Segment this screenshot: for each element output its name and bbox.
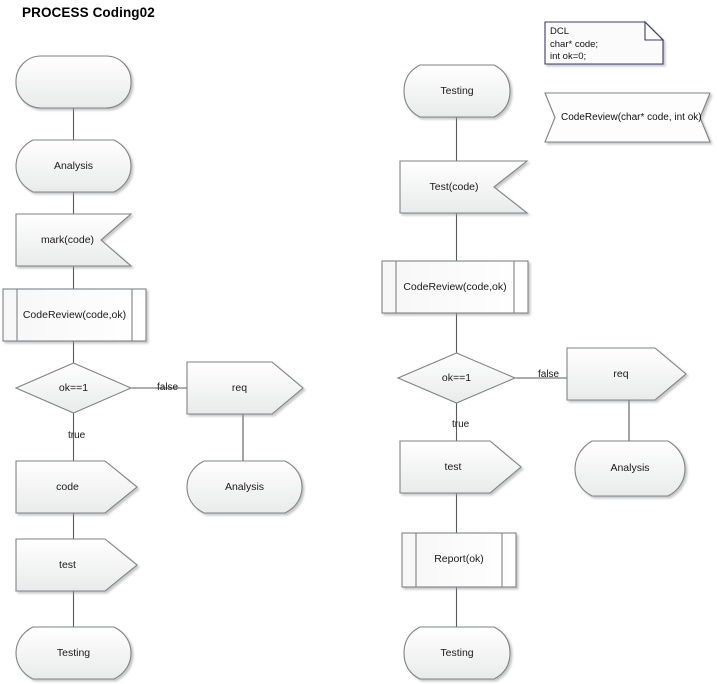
node-analysis-1[interactable] [15,139,132,193]
notes-group [544,20,711,143]
edge-label-true-right: true [452,419,470,430]
note-codereview-signature-text: CodeReview(char* code, int ok) [561,112,702,123]
node-testing-end[interactable] [403,626,511,680]
note-dcl-text: DCL char* code; int ok=0; [550,26,599,62]
node-mark-code[interactable] [15,213,133,267]
node-test-2[interactable] [399,440,522,494]
node-report[interactable] [401,532,517,588]
node-analysis-3[interactable] [574,440,686,497]
node-test-1[interactable] [15,538,138,592]
right-flow-shapes [381,64,687,680]
node-testing-start[interactable] [403,64,511,118]
node-decision-ok-1[interactable] [14,362,133,414]
node-test-code[interactable] [399,160,529,214]
node-code[interactable] [15,460,138,514]
edge-label-false-left: false [157,382,179,393]
connector-group [72,108,630,627]
node-codereview-1[interactable] [2,288,147,342]
edge-label-false-right: false [538,369,560,380]
page-title: PROCESS Coding02 [22,5,155,20]
node-analysis-2[interactable] [186,460,303,514]
edge-label-true-left: true [68,430,86,441]
node-req-1[interactable] [186,361,304,415]
node-testing-1[interactable] [15,626,132,680]
note-dcl[interactable] [544,20,665,65]
node-codereview-2[interactable] [381,260,529,314]
node-req-2[interactable] [566,347,687,401]
left-flow-shapes [2,55,304,680]
node-start[interactable] [15,55,132,109]
note-codereview-signature[interactable] [544,92,711,143]
node-decision-ok-2[interactable] [396,352,517,404]
